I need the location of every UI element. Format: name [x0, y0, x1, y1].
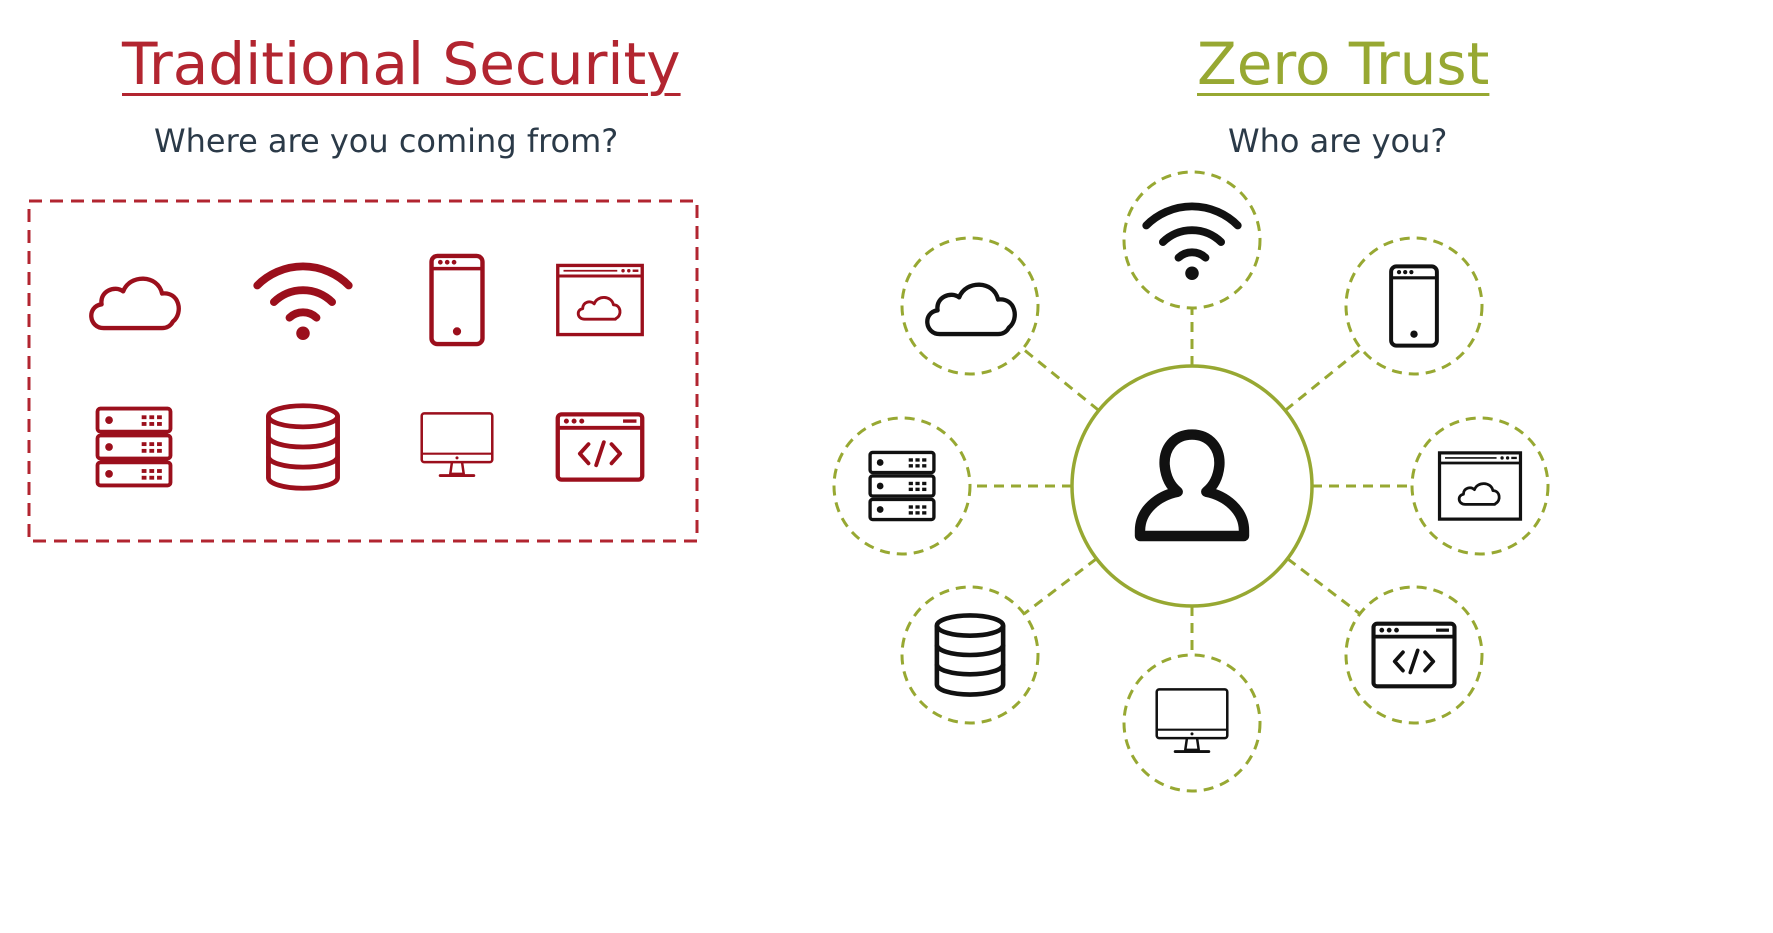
zero-trust-title: Zero Trust	[1197, 30, 1490, 98]
network-perimeter-boundary	[27, 199, 699, 543]
traditional-cloud-icon	[91, 279, 178, 328]
identity-hub-circle	[1070, 364, 1314, 608]
traditional-server-rack-icon	[95, 406, 173, 488]
traditional-mobile-phone-icon	[432, 256, 483, 344]
traditional-web-cloud-app-icon	[556, 263, 644, 337]
resource-circle	[900, 236, 1040, 376]
traditional-web-code-app-icon	[558, 414, 642, 479]
connector-line	[1021, 347, 1100, 412]
resource-circle	[1122, 170, 1262, 310]
connector-line	[1023, 557, 1098, 616]
resource-circle	[832, 416, 972, 556]
resource-circle	[1410, 416, 1550, 556]
traditional-database-icon	[268, 406, 337, 489]
zero-trust-subtitle: Who are you?	[1228, 122, 1448, 160]
traditional-wifi-icon	[257, 266, 349, 340]
traditional-security-subtitle: Where are you coming from?	[154, 122, 619, 160]
resource-circle	[1344, 236, 1484, 376]
resource-circle	[1344, 585, 1484, 725]
resource-circle	[1122, 653, 1262, 793]
traditional-security-title: Traditional Security	[122, 30, 681, 98]
traditional-desktop-monitor-icon	[420, 411, 494, 478]
connector-line	[1284, 347, 1363, 412]
connector-line	[1286, 557, 1361, 616]
